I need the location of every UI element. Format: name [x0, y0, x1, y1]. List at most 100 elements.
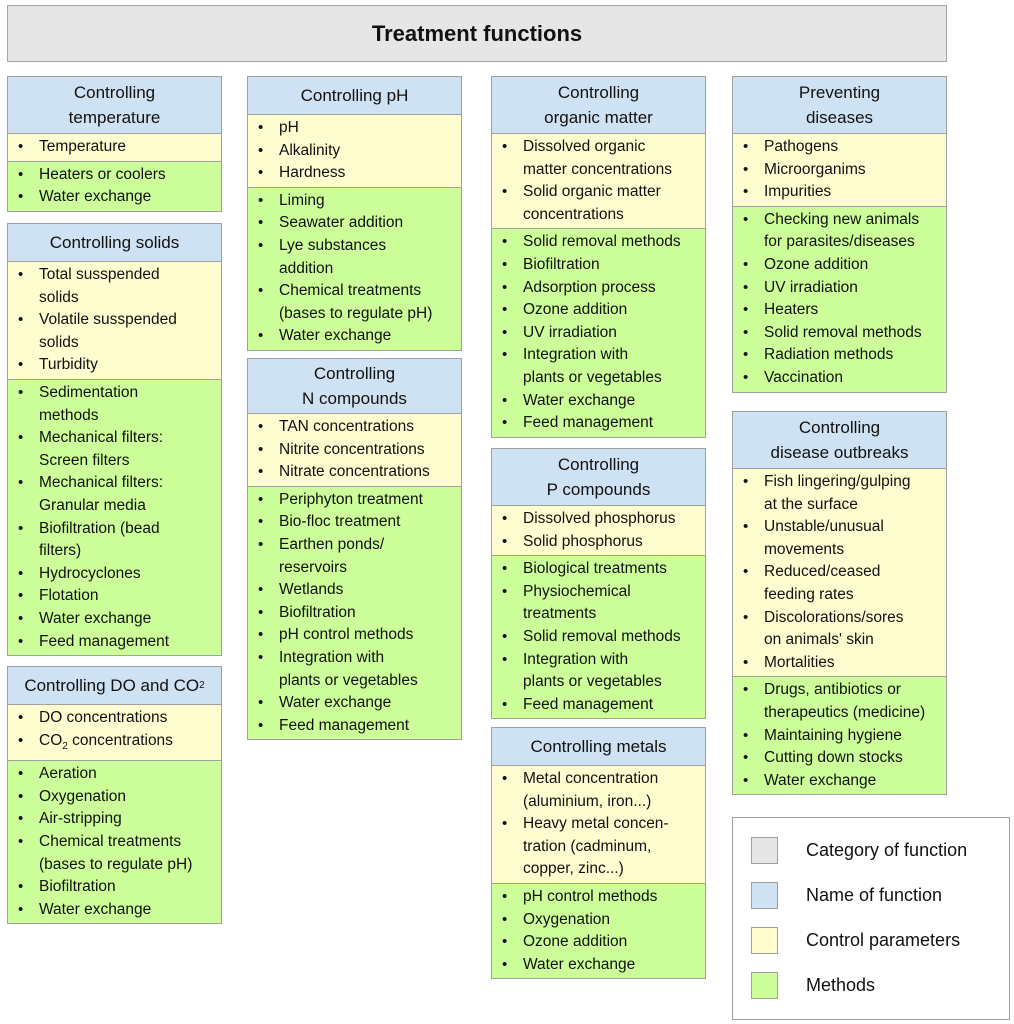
- list-item: DO concentrations: [12, 707, 217, 730]
- list-item: Microorganims: [737, 159, 942, 182]
- control-parameters: Fish lingering/gulping at the surfaceUns…: [733, 469, 946, 678]
- legend-swatch: [751, 927, 778, 954]
- diagram-title: Treatment functions: [7, 5, 947, 62]
- list-item: Feed management: [496, 412, 701, 435]
- list-item: Nitrate concentrations: [252, 461, 457, 484]
- legend-swatch: [751, 837, 778, 864]
- list-item: Fish lingering/gulping at the surface: [737, 471, 942, 516]
- list-item: Water exchange: [252, 692, 457, 715]
- control-parameters: TAN concentrationsNitrite concentrations…: [248, 414, 461, 487]
- list-item: Heavy metal concen- tration (cadminum, c…: [496, 813, 701, 881]
- list-item: Biofiltration: [12, 876, 217, 899]
- control-parameters: DO concentrations CO2 concentrations: [8, 705, 221, 762]
- legend-swatch: [751, 972, 778, 999]
- list-item: Unstable/unusual movements: [737, 516, 942, 561]
- list-item: Air-stripping: [12, 808, 217, 831]
- list-item: Adsorption process: [496, 277, 701, 300]
- subscript: 2: [199, 680, 205, 691]
- list-item: Earthen ponds/ reservoirs: [252, 534, 457, 579]
- legend-swatch: [751, 882, 778, 909]
- list-item: TAN concentrations: [252, 416, 457, 439]
- control-parameters: Temperature: [8, 134, 221, 162]
- card-controlling-do-co2: Controlling DO and CO2 DO concentrations…: [7, 666, 222, 925]
- control-parameters: Total susspended solidsVolatile susspend…: [8, 262, 221, 380]
- list-item: Drugs, antibiotics or therapeutics (medi…: [737, 679, 942, 724]
- list-item: Solid removal methods: [496, 231, 701, 254]
- methods: Biological treatmentsPhysiochemical trea…: [492, 556, 705, 719]
- list-item: pH: [252, 117, 457, 140]
- legend: Category of function Name of function Co…: [732, 817, 1010, 1020]
- list-item: Radiation methods: [737, 344, 942, 367]
- list-item: Heaters: [737, 299, 942, 322]
- card-title: Controlling N compounds: [248, 359, 461, 414]
- list-item: Biological treatments: [496, 558, 701, 581]
- methods: pH control methodsOxygenationOzone addit…: [492, 883, 705, 979]
- legend-label: Control parameters: [806, 930, 961, 950]
- list-item: Seawater addition: [252, 212, 457, 235]
- list-item: Nitrite concentrations: [252, 439, 457, 462]
- list-item: Dissolved organic matter concentrations: [496, 136, 701, 181]
- list-item: CO2 concentrations: [12, 730, 217, 759]
- card-preventing-diseases: Preventing diseases PathogensMicroorgani…: [732, 76, 947, 393]
- list-item: pH control methods: [252, 624, 457, 647]
- list-item: Feed management: [496, 694, 701, 717]
- list-item: UV irradiation: [496, 322, 701, 345]
- methods: Periphyton treatmentBio-floc treatmentEa…: [248, 486, 461, 740]
- control-parameters: Metal concentration (aluminium, iron...)…: [492, 766, 705, 884]
- list-item: Biofiltration (bead filters): [12, 518, 217, 563]
- legend-item: Name of function: [751, 882, 942, 909]
- list-item: Metal concentration (aluminium, iron...): [496, 768, 701, 813]
- list-item: Reduced/ceased feeding rates: [737, 561, 942, 606]
- methods: Sedimentation methodsMechanical filters:…: [8, 379, 221, 656]
- list-item: Impurities: [737, 181, 942, 204]
- card-title: Controlling organic matter: [492, 77, 705, 134]
- list-item: Alkalinity: [252, 140, 457, 163]
- card-controlling-temperature: Controlling temperature Temperature Heat…: [7, 76, 222, 212]
- subscript: 2: [62, 740, 68, 752]
- list-item: Feed management: [12, 631, 217, 654]
- list-item: Turbidity: [12, 354, 217, 377]
- list-item: Sedimentation methods: [12, 382, 217, 427]
- list-item: Checking new animals for parasites/disea…: [737, 209, 942, 254]
- methods: Drugs, antibiotics or therapeutics (medi…: [733, 677, 946, 795]
- methods: Heaters or coolersWater exchange: [8, 161, 221, 211]
- list-item: Discolorations/sores on animals' skin: [737, 607, 942, 652]
- card-title: Controlling metals: [492, 728, 705, 766]
- list-item: Oxygenation: [12, 786, 217, 809]
- list-item: Solid organic matter concentrations: [496, 181, 701, 226]
- legend-label: Name of function: [806, 885, 943, 905]
- card-controlling-p-compounds: Controlling P compounds Dissolved phosph…: [491, 448, 706, 720]
- list-item: Biofiltration: [496, 254, 701, 277]
- list-item: Temperature: [12, 136, 217, 159]
- card-title: Controlling solids: [8, 224, 221, 262]
- list-item: Total susspended solids: [12, 264, 217, 309]
- list-item: Chemical treatments (bases to regulate p…: [252, 280, 457, 325]
- card-title: Preventing diseases: [733, 77, 946, 134]
- list-item: Maintaining hygiene: [737, 725, 942, 748]
- list-item: Oxygenation: [496, 909, 701, 932]
- list-item: Water exchange: [252, 325, 457, 348]
- list-item: Solid removal methods: [496, 626, 701, 649]
- list-item: Water exchange: [12, 899, 217, 922]
- list-item: Integration with plants or vegetables: [252, 647, 457, 692]
- list-item: Water exchange: [496, 390, 701, 413]
- control-parameters: PathogensMicroorganimsImpurities: [733, 134, 946, 207]
- list-item: Aeration: [12, 763, 217, 786]
- list-item: Physiochemical treatments: [496, 581, 701, 626]
- list-item: Water exchange: [12, 608, 217, 631]
- list-item: Hardness: [252, 162, 457, 185]
- item-text: concentrations: [67, 731, 173, 749]
- list-item: Wetlands: [252, 579, 457, 602]
- card-title: Controlling temperature: [8, 77, 221, 134]
- list-item: Heaters or coolers: [12, 164, 217, 187]
- list-item: Mechanical filters: Screen filters: [12, 427, 217, 472]
- list-item: Lye substances addition: [252, 235, 457, 280]
- card-title-text: Controlling DO and CO: [24, 676, 200, 695]
- list-item: Ozone addition: [496, 299, 701, 322]
- card-controlling-organic-matter: Controlling organic matter Dissolved org…: [491, 76, 706, 438]
- legend-item: Control parameters: [751, 927, 960, 954]
- list-item: Ozone addition: [737, 254, 942, 277]
- list-item: Feed management: [252, 715, 457, 738]
- list-item: Biofiltration: [252, 602, 457, 625]
